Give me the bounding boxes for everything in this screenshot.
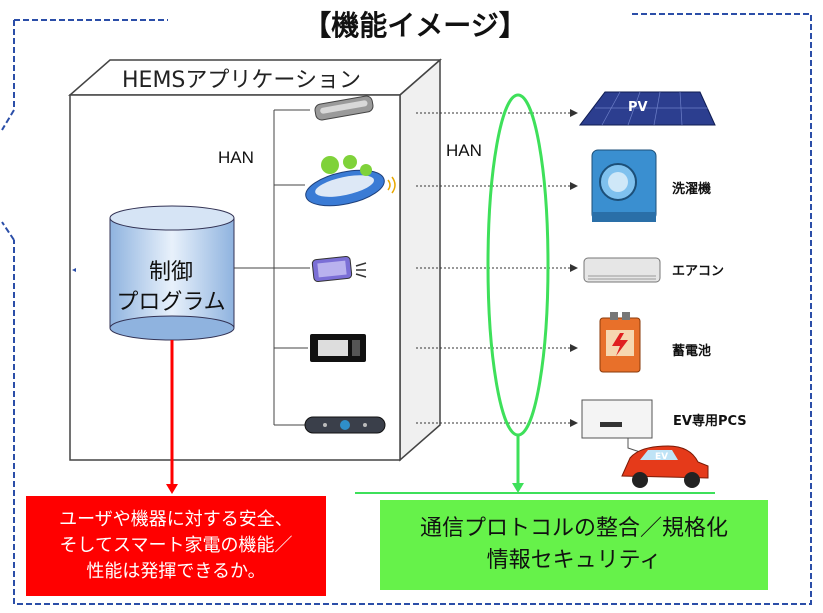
red-box-line-1: ユーザや機器に対する安全、 — [59, 509, 293, 530]
solar-panel-icon — [578, 91, 716, 126]
wireless-keyboard-icon — [305, 155, 396, 207]
control-program-line-1: 制御 — [148, 260, 193, 285]
device-label-ev-pcs: EV専用PCS — [673, 414, 747, 429]
safety-concern-box: ユーザや機器に対する安全、 そしてスマート家電の機能／ 性能は発揮できるか。 — [26, 496, 326, 596]
tablet-icon — [310, 334, 366, 362]
device-label-battery: 蓄電池 — [672, 344, 712, 359]
protocol-concern-box: 通信プロトコルの整合／規格化 情報セキュリティ — [380, 500, 768, 590]
hems-application-label: HEMSアプリケーション — [122, 68, 361, 93]
ev-car-label: EV — [655, 452, 669, 462]
air-conditioner-icon — [583, 257, 661, 283]
remote-bar-icon — [304, 416, 386, 434]
han-label-right: HAN — [446, 141, 482, 160]
han-label-left: HAN — [218, 148, 254, 167]
remote-control-icon — [314, 95, 374, 121]
control-program-label: 制御 プログラム — [96, 258, 246, 318]
battery-icon — [599, 312, 641, 373]
device-label-aircon: エアコン — [672, 264, 725, 279]
han-ring — [486, 93, 550, 437]
ev-car-icon — [621, 445, 709, 488]
red-box-line-2: そしてスマート家電の機能／ — [59, 535, 293, 556]
control-program-line-2: プログラム — [116, 290, 226, 315]
control-program-cylinder — [109, 205, 235, 341]
diagram-title: 【機能イメージ】 — [250, 6, 580, 46]
washing-machine-icon — [591, 149, 657, 222]
device-label-washer: 洗濯機 — [672, 182, 712, 197]
ev-pcs-icon — [581, 399, 653, 453]
device-label-pv: PV — [628, 100, 648, 115]
keypad-icon — [311, 255, 367, 283]
green-box-line-2: 情報セキュリティ — [486, 548, 662, 573]
green-box-line-1: 通信プロトコルの整合／規格化 — [419, 516, 728, 541]
red-box-line-3: 性能は発揮できるか。 — [86, 561, 266, 582]
